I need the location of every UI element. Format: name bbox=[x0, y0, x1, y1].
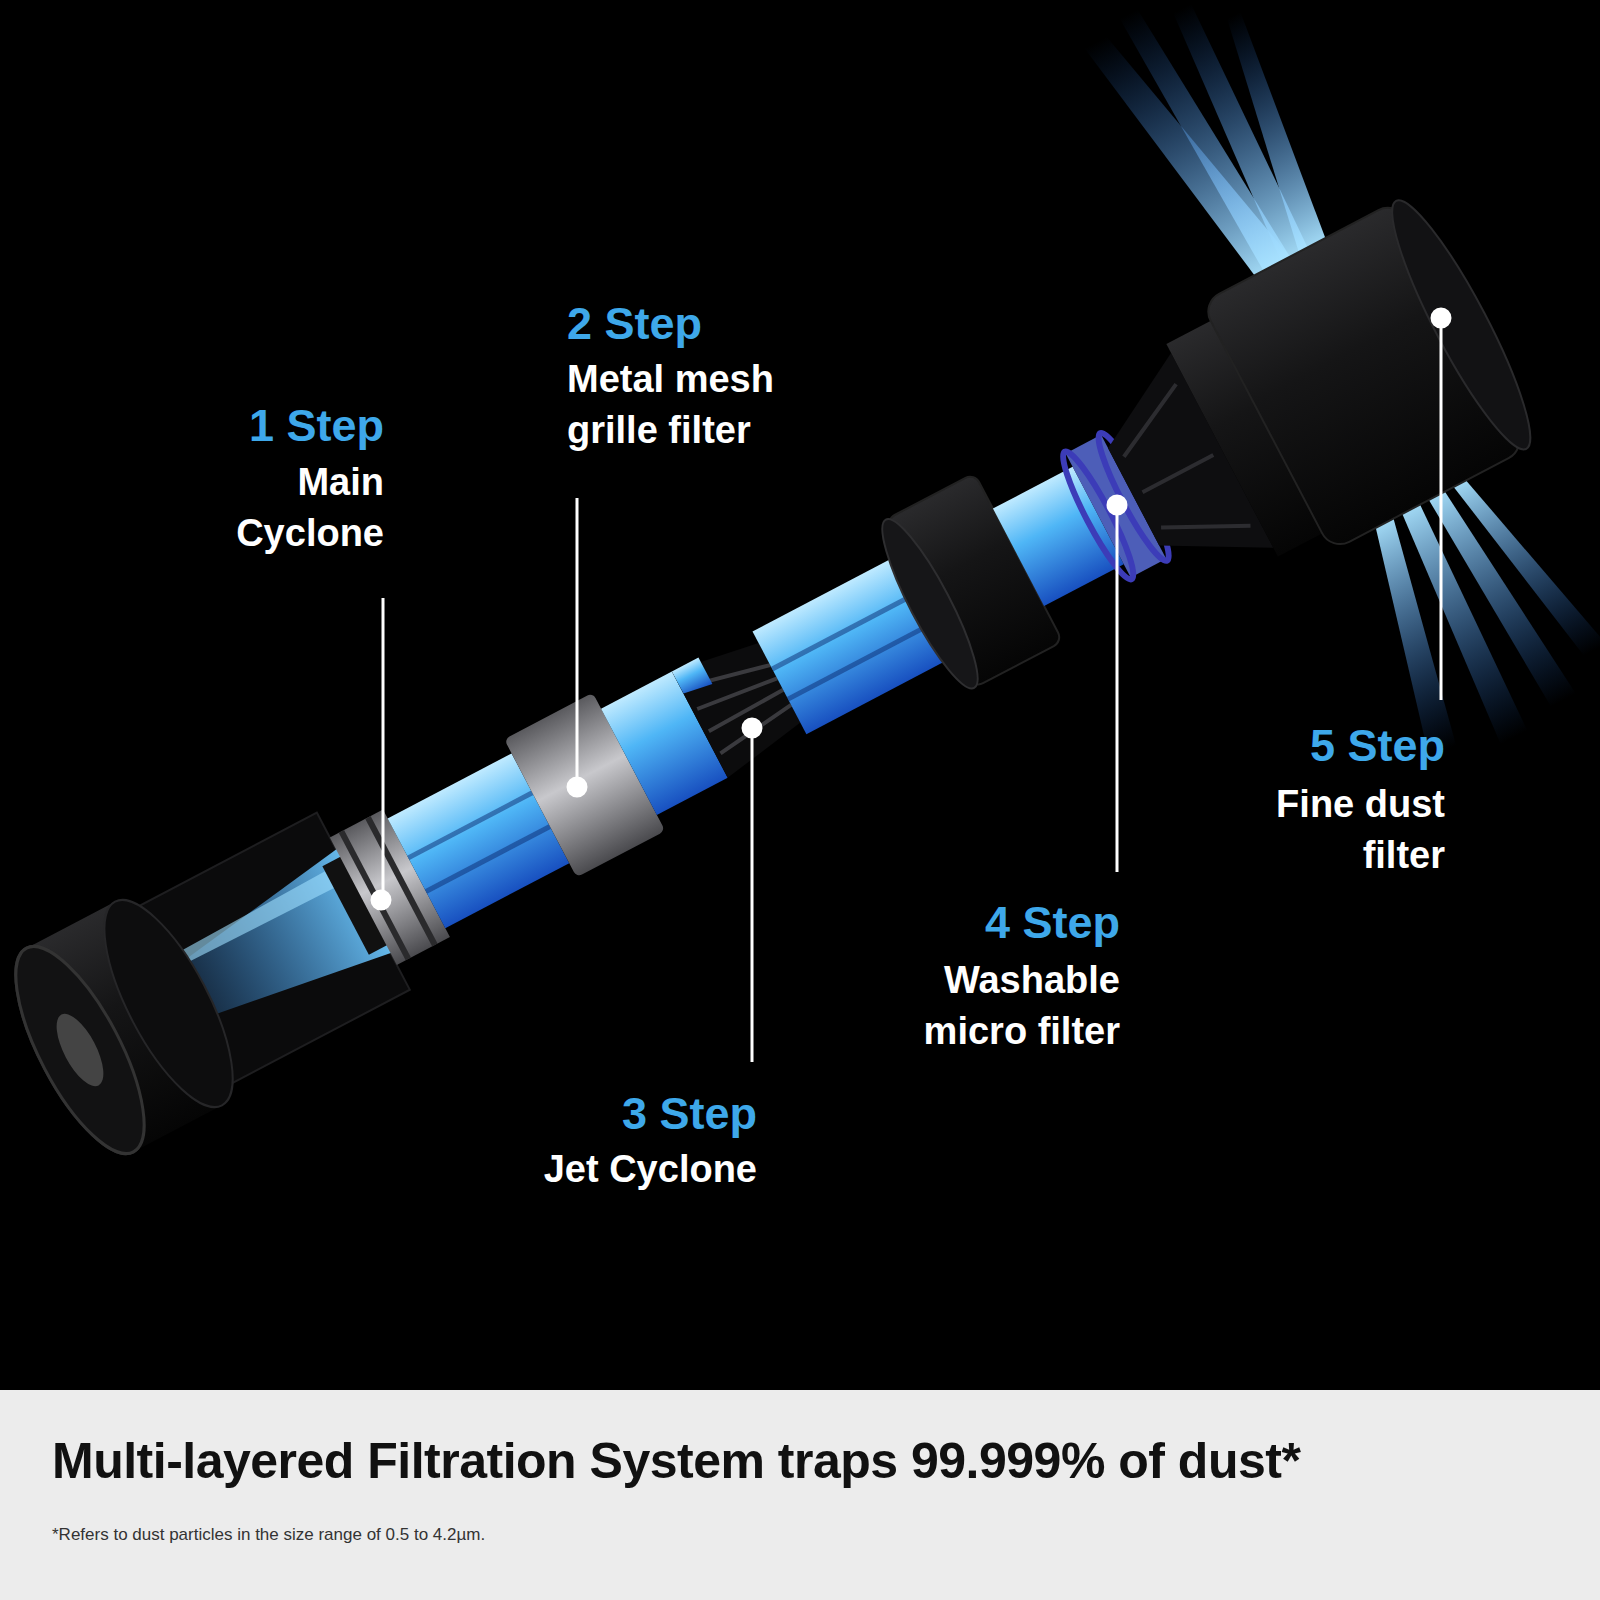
part-name: Washable micro filter bbox=[880, 955, 1120, 1057]
leader-lines bbox=[372, 309, 1450, 1062]
part-name: Jet Cyclone bbox=[457, 1144, 757, 1195]
part-name: Fine dust filter bbox=[1235, 779, 1445, 881]
step-number: 3 Step bbox=[622, 1088, 757, 1140]
headline: Multi-layered Filtration System traps 99… bbox=[52, 1431, 1300, 1491]
step-number: 4 Step bbox=[985, 897, 1120, 949]
step-number: 1 Step bbox=[249, 400, 384, 452]
vacuum-tube bbox=[0, 0, 1600, 1414]
footnote: *Refers to dust particles in the size ra… bbox=[52, 1524, 485, 1546]
step-number: 2 Step bbox=[567, 298, 702, 350]
part-name: Main Cyclone bbox=[214, 457, 384, 559]
bottom-band bbox=[0, 1390, 1600, 1600]
step-number: 5 Step bbox=[1310, 720, 1445, 772]
exhaust-rays bbox=[1058, 0, 1600, 777]
part-name: Metal mesh grille filter bbox=[567, 354, 827, 456]
